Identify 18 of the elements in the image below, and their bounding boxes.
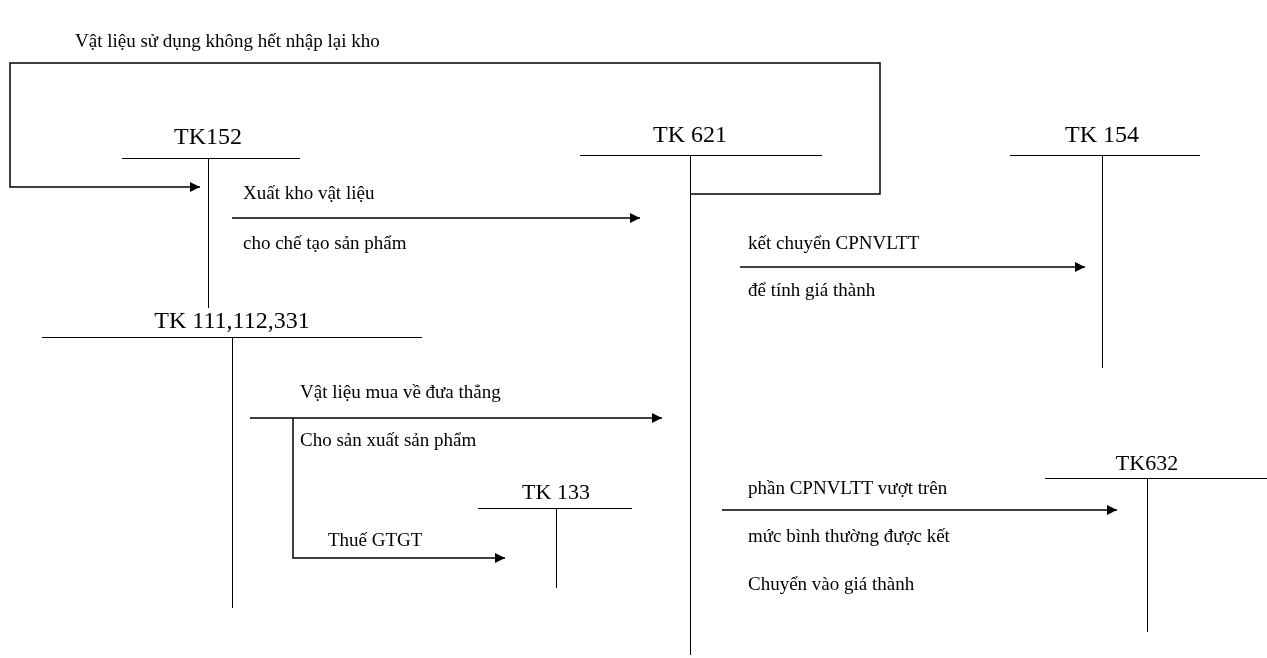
account-title: TK 621 [653, 122, 727, 146]
edge-label: Vật liệu mua về đưa thẳng Cho sản xuất sản phẩm [300, 380, 501, 452]
edge-label: Vật liệu sử dụng không hết nhập lại kho [75, 29, 380, 53]
edge-label: Thuế GTGT [328, 528, 423, 552]
account-title: TK632 [1115, 452, 1179, 474]
edge-label: kết chuyển CPNVLTT để tính giá thành [748, 231, 920, 302]
account-title: TK 154 [1065, 122, 1139, 146]
edge-label: phần CPNVLTT vượt trên mức bình thường được kết Chuyển vào giá thành [748, 476, 950, 596]
arrow [721, 505, 1118, 515]
edge-label: Xuất kho vật liệu cho chế tạo sản phẩm [243, 181, 407, 255]
arrow [231, 213, 641, 223]
account-title: TK 111,112,331 [154, 308, 310, 332]
arrow [9, 62, 881, 195]
account-title: TK152 [174, 124, 242, 148]
arrow [739, 262, 1086, 272]
arrow [292, 417, 506, 563]
arrow [249, 413, 663, 423]
account-title: TK 133 [522, 481, 590, 503]
